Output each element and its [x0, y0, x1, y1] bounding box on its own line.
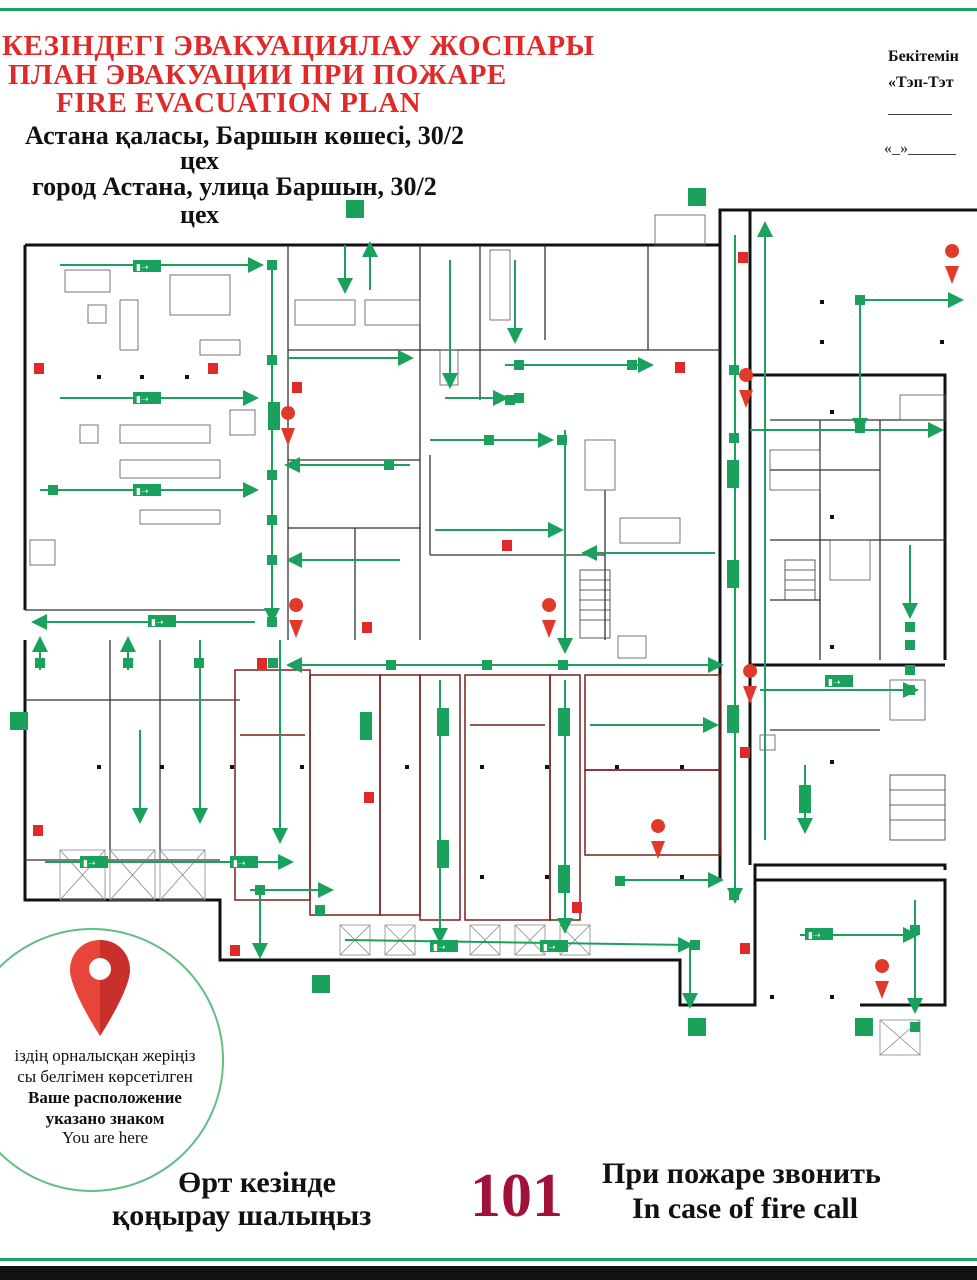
approval-line-1: Бекітемін: [888, 48, 959, 65]
title-english: FIRE EVACUATION PLAN: [56, 87, 422, 119]
svg-text:▮➝: ▮➝: [136, 487, 149, 497]
footer-kz-line-2: қоңырау шалыңыз: [112, 1199, 372, 1232]
legend-ru-line-2: указано знаком: [45, 1109, 165, 1128]
columns: [97, 300, 944, 999]
svg-text:▮➝: ▮➝: [136, 395, 149, 405]
legend-kz-line-1: іздің орналысқан жеріңіз: [14, 1046, 196, 1065]
you-are-here-pin-icon: [70, 940, 130, 1036]
exit-signs: [10, 188, 873, 1036]
svg-text:▮➝: ▮➝: [151, 618, 164, 628]
svg-text:▮➝: ▮➝: [233, 859, 246, 869]
svg-text:▮➝: ▮➝: [828, 678, 841, 688]
address-russian: город Астана, улица Баршын, 30/2: [32, 172, 437, 201]
legend-kz-line-2: сы белгімен көрсетілген: [17, 1067, 193, 1086]
svg-text:▮➝: ▮➝: [83, 859, 96, 869]
footer-kz-line-1: Өрт кезінде: [178, 1166, 336, 1199]
address-russian-sub: цех: [180, 200, 219, 229]
legend-ru-line-1: Ваше расположение: [28, 1088, 182, 1107]
svg-text:▮➝: ▮➝: [808, 931, 821, 941]
legend-en: You are here: [61, 1128, 149, 1147]
footer-en-line: In case of fire call: [632, 1192, 859, 1225]
svg-text:▮➝: ▮➝: [136, 263, 149, 273]
approval-line-2: «Тэп-Тэт: [888, 74, 954, 91]
bottom-border-green: [0, 1258, 977, 1261]
lower-room-walls: [234, 669, 721, 921]
top-border: [0, 8, 977, 11]
svg-text:▮➝: ▮➝: [543, 943, 556, 953]
address-kazakh: Астана қаласы, Баршын көшесі, 30/2: [25, 121, 465, 150]
footer-ru-line: При пожаре звонить: [602, 1157, 881, 1190]
svg-text:▮➝: ▮➝: [433, 943, 446, 953]
bottom-border-dark: [0, 1266, 977, 1280]
direction-markers: [35, 260, 920, 1032]
approval-line-3: ________: [888, 100, 952, 117]
location-pins: [281, 244, 960, 999]
floor-plan: ▮➝ ▮➝ ▮➝ ▮➝ ▮➝ ▮➝ ▮➝ ▮➝ ▮➝ ▮➝: [10, 188, 977, 1056]
exit-sign-glyphs: ▮➝ ▮➝ ▮➝ ▮➝ ▮➝ ▮➝ ▮➝ ▮➝ ▮➝ ▮➝: [83, 263, 841, 953]
title-russian: ПЛАН ЭВАКУАЦИИ ПРИ ПОЖАРЕ: [8, 59, 507, 91]
approval-line-4: «_»______: [884, 140, 956, 157]
stairs: [579, 559, 946, 841]
address-kazakh-sub: цех: [180, 146, 219, 175]
extinguisher-markers: [33, 252, 750, 956]
emergency-number: 101: [470, 1162, 563, 1230]
title-kazakh: КЕЗІНДЕГІ ЭВАКУАЦИЯЛАУ ЖОСПАРЫ: [2, 30, 595, 62]
outer-walls: [23, 208, 977, 1007]
